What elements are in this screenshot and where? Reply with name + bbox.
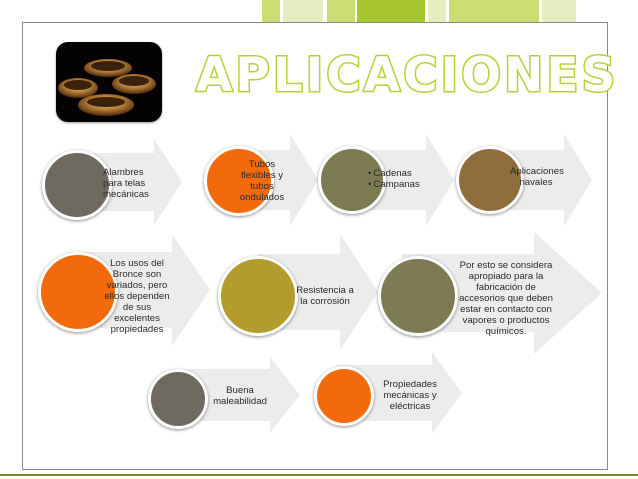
chevron-arrow-shape <box>502 134 592 226</box>
orange-circle <box>314 366 374 426</box>
bottom-accent-line <box>0 474 638 476</box>
gold-circle <box>218 256 298 336</box>
card-considered: Por esto se considera apropiado para la … <box>378 232 602 354</box>
gray-circle <box>148 369 208 429</box>
olive-circle <box>378 256 458 336</box>
card-label: Alambres para telas mecánicas <box>103 167 149 200</box>
card-label: Aplicaciones navales <box>510 166 564 188</box>
card-label: Buena maleabilidad <box>213 385 267 407</box>
card-bronze-uses: Los usos del Bronce son variados, pero e… <box>38 234 210 346</box>
chevron-arrow-shape <box>402 232 602 354</box>
bronze-bowls-image <box>56 42 162 122</box>
bullet-item: Cadenas <box>368 168 432 179</box>
card-tubes: Tubos flexibles y tubos ondulados <box>204 134 318 226</box>
card-label: Resistencia a la corrosión <box>296 285 354 307</box>
card-bullet-list: Cadenas Campanas <box>368 168 432 190</box>
chevron-arrow-shape <box>92 139 182 225</box>
orange-circle <box>38 252 118 332</box>
brown-circle <box>456 146 524 214</box>
gray-circle <box>42 150 112 220</box>
card-corrosion: Resistencia a la corrosión <box>218 234 378 350</box>
card-label: Propiedades mecánicas y eléctricas <box>383 379 437 412</box>
card-label: Por esto se considera apropiado para la … <box>459 260 553 337</box>
card-wires: Alambres para telas mecánicas <box>42 139 182 225</box>
top-bar <box>0 0 638 40</box>
card-naval: Aplicaciones navales <box>456 134 592 226</box>
card-chains-bells: Cadenas Campanas <box>318 134 454 226</box>
card-label: Los usos del Bronce son variados, pero e… <box>104 258 170 335</box>
orange-circle <box>204 146 274 216</box>
card-label: Tubos flexibles y tubos ondulados <box>239 159 285 203</box>
card-malleability: Buena maleabilidad <box>148 357 300 433</box>
card-mechanical-electrical: Propiedades mecánicas y eléctricas <box>314 352 462 434</box>
bullet-item: Campanas <box>368 179 432 190</box>
page-title: APLICACIONES <box>194 48 619 103</box>
